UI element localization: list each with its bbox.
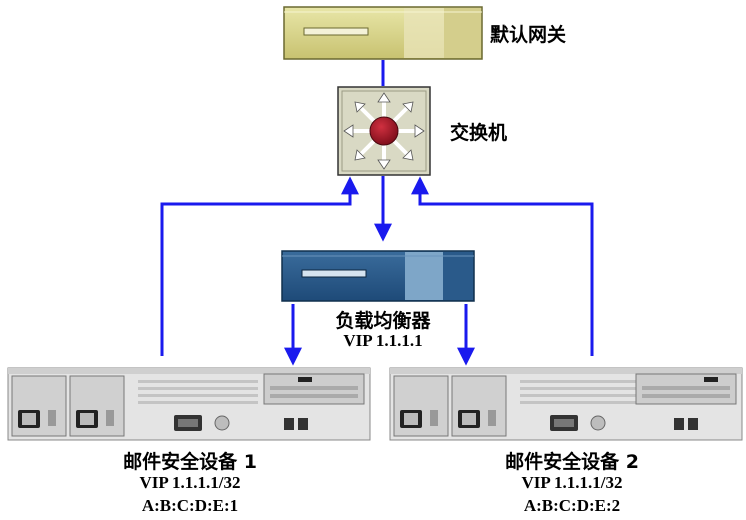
appliance-1-label: 邮件安全设备 1: [123, 451, 257, 473]
load-balancer-device-icon: [281, 250, 475, 302]
appliance2-to-switch-arrow: [411, 176, 594, 356]
gateway-device-icon: [283, 6, 483, 60]
appliance-2-mac: A:B:C:D:E:2: [523, 496, 621, 515]
appliance-1-mac: A:B:C:D:E:1: [141, 496, 239, 515]
appliance-1-device-icon: [7, 367, 371, 441]
switch-device-icon: [337, 86, 431, 176]
appliance-2-device-icon: [389, 367, 743, 441]
appliance-2-vip: VIP 1.1.1.1/32: [521, 473, 623, 492]
load-balancer-label: 负载均衡器: [335, 310, 431, 332]
load-balancer-vip: VIP 1.1.1.1: [343, 331, 423, 350]
links: [160, 60, 594, 366]
gateway-label: 默认网关: [490, 24, 567, 46]
appliance-2-label: 邮件安全设备 2: [505, 451, 639, 473]
switch-label: 交换机: [450, 122, 508, 144]
appliance1-to-switch-arrow: [160, 176, 359, 356]
appliance-1-vip: VIP 1.1.1.1/32: [139, 473, 241, 492]
